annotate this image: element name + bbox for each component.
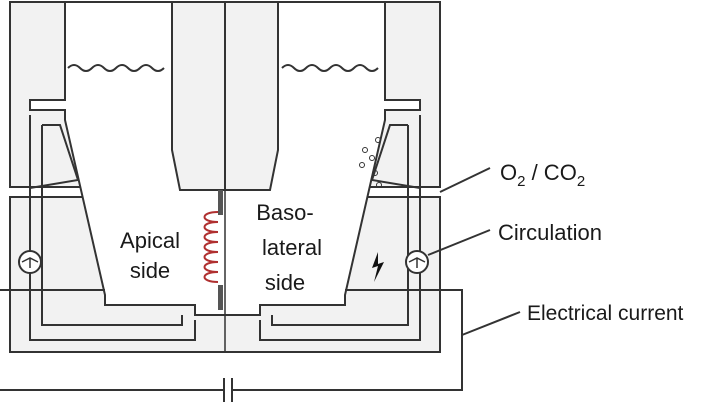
baso-label-line1: Baso- — [256, 200, 313, 225]
wave-icon-right — [281, 64, 379, 72]
circulation-label: Circulation — [498, 220, 602, 245]
gas-label: O2 / CO2 — [500, 160, 585, 190]
apical-label-line1: Apical — [120, 228, 180, 253]
lightning-icon — [372, 252, 384, 282]
left-circulation-channel — [29, 115, 196, 341]
baso-label-line2: lateral — [262, 235, 322, 260]
pump-icon-right — [405, 250, 429, 274]
electrical-circuit — [0, 289, 463, 402]
tissue-membrane — [203, 190, 223, 310]
current-label: Electrical current — [527, 302, 684, 325]
baso-label-line3: side — [265, 270, 305, 295]
pump-icon-left — [18, 250, 42, 274]
gas-leader-line — [439, 167, 491, 193]
center-column — [171, 1, 279, 352]
bubbles-icon — [359, 137, 382, 188]
apical-label-line2: side — [130, 258, 170, 283]
current-leader-line — [461, 311, 521, 336]
right-circulation-channel — [259, 115, 421, 341]
wave-icon — [67, 64, 165, 72]
circulation-leader-line — [427, 229, 491, 256]
